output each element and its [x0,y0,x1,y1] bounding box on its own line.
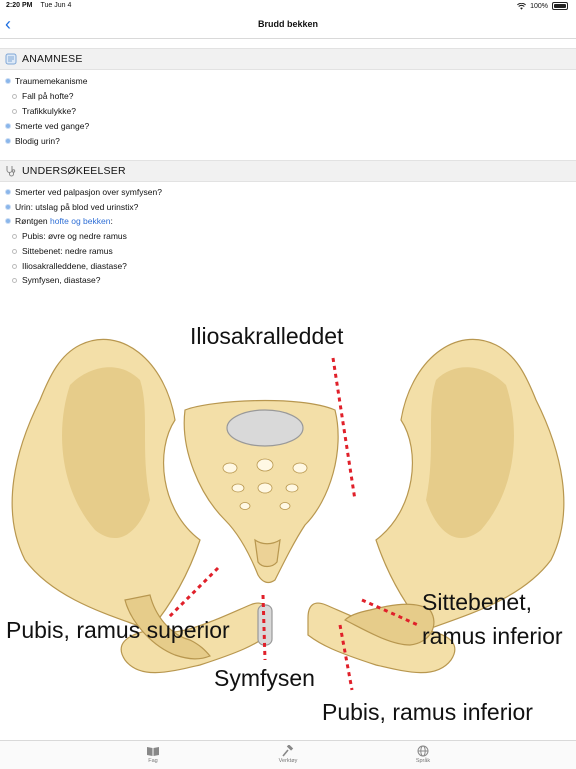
document-icon [5,53,17,65]
tab-fag[interactable]: Fag [123,744,183,764]
bullet-icon [12,93,17,99]
marker-pubis-superior [166,566,220,620]
section-title: ANAMNESE [22,53,83,65]
sacral-foramen [239,502,251,510]
sacral-foramen [285,483,299,493]
list-item-label: Urin: utslag på blod ved urinstix? [15,202,139,212]
sacral-foramen [257,482,273,494]
navigation-bar: ‹ Brudd bekken [0,12,576,39]
sacral-disc [226,409,304,447]
pelvis-illustration [11,338,565,674]
bullet-icon [6,139,10,143]
left-ischium [124,594,211,660]
list-item: Smerte ved gange? [0,119,89,133]
list-item-label: Sittebenet: nedre ramus [22,246,113,256]
marker-pubis-inferior [338,624,354,691]
list-item-label: Smerte ved gange? [15,121,90,131]
list-item-rontgen: Røntgen hofte og bekken: [0,214,113,228]
list-item: Fall på hofte? [0,89,74,103]
bullet-icon [6,124,10,128]
sacral-foramen [279,502,291,510]
globe-icon [393,744,453,758]
hofte-bekken-link[interactable]: hofte og bekken [49,216,111,226]
tab-label: Språk [415,758,431,764]
rontgen-suffix: : [110,216,113,226]
pelvis-diagram: Iliosakralleddet Sittebenet, ramus infer… [6,323,565,725]
list-item-label: Traumemekanisme [15,76,88,86]
book-icon [123,744,183,758]
bullet-icon [12,277,17,283]
list-item: Pubis: øvre og nedre ramus [0,229,127,243]
list-item-label: Iliosakralleddene, diastase? [22,261,127,271]
sacral-foramen [256,458,274,472]
back-button[interactable]: ‹ [5,14,11,34]
status-right: 100% [517,2,568,10]
section-header-undersokelser: UNDERSØKEELSER [0,160,576,182]
list-item-label: Fall på hofte? [22,91,74,101]
list-item: Urin: utslag på blod ved urinstix? [0,200,138,214]
hammer-icon [258,744,318,758]
list-item-label: Pubis: øvre og nedre ramus [22,231,127,241]
bullet-icon [6,205,10,209]
wifi-icon [517,2,527,10]
right-obturator-area [343,603,435,646]
list-item: Iliosakralleddene, diastase? [0,259,127,273]
status-date: Tue Jun 4 [40,2,72,9]
list-item: Traumemekanisme [0,74,87,88]
tab-label: Fag [148,758,158,764]
bullet-icon [12,263,17,269]
status-bar: 2:20 PM Tue Jun 4 100% [0,0,576,12]
bullet-icon [12,233,17,239]
list-item-label: Smerter ved palpasjon over symfysen? [15,187,162,197]
tab-verktoy[interactable]: Verktøy [258,744,318,764]
bullet-icon [6,190,10,194]
coccyx [254,538,281,568]
section-title: UNDERSØKEELSER [22,165,126,177]
list-item-label: Blodig urin? [15,136,60,146]
rontgen-prefix: Røntgen [15,216,50,226]
list-item-label: Trafikkulykke? [22,106,77,116]
battery-icon [552,2,568,10]
label-pubis-inferior: Pubis, ramus inferior [322,699,533,725]
stethoscope-icon [5,165,17,177]
tab-label: Verktøy [278,758,298,764]
left-pubis [120,602,269,674]
list-item: Blodig urin? [0,134,60,148]
label-pubis-superior: Pubis, ramus superior [6,617,230,643]
label-sittebenet-line2: ramus inferior [422,623,563,649]
sacral-foramen [292,462,308,474]
list-item: Sittebenet: nedre ramus [0,244,113,258]
sacral-foramen [222,462,238,474]
sacral-foramen [231,483,245,493]
bullet-icon [12,108,17,114]
list-item: Symfysen, diastase? [0,273,100,287]
marker-symfysen [261,594,267,661]
label-symfysen: Symfysen [214,665,315,691]
pubic-symphysis [257,604,273,646]
status-time-date: 2:20 PM Tue Jun 4 [6,2,71,9]
bullet-icon [6,79,10,83]
battery-percent: 100% [530,2,548,10]
tab-sprak[interactable]: Språk [393,744,453,764]
page-title: Brudd bekken [257,19,318,29]
marker-sittebenet [361,598,419,627]
bullet-icon [12,248,17,254]
list-item-label: Symfysen, diastase? [22,275,101,285]
list-item: Trafikkulykke? [0,104,76,118]
right-ilium-shade [426,367,514,539]
section-header-anamnese: ANAMNESE [0,48,576,70]
status-time: 2:20 PM [6,2,33,9]
tab-bar: Fag Verktøy Språk [0,740,576,769]
list-item: Smerter ved palpasjon over symfysen? [0,185,162,199]
label-sittebenet-line1: Sittebenet, [422,589,532,615]
left-ilium-shade [62,367,151,539]
label-iliosakralleddet: Iliosakralleddet [190,323,344,349]
bullet-icon [6,219,10,223]
